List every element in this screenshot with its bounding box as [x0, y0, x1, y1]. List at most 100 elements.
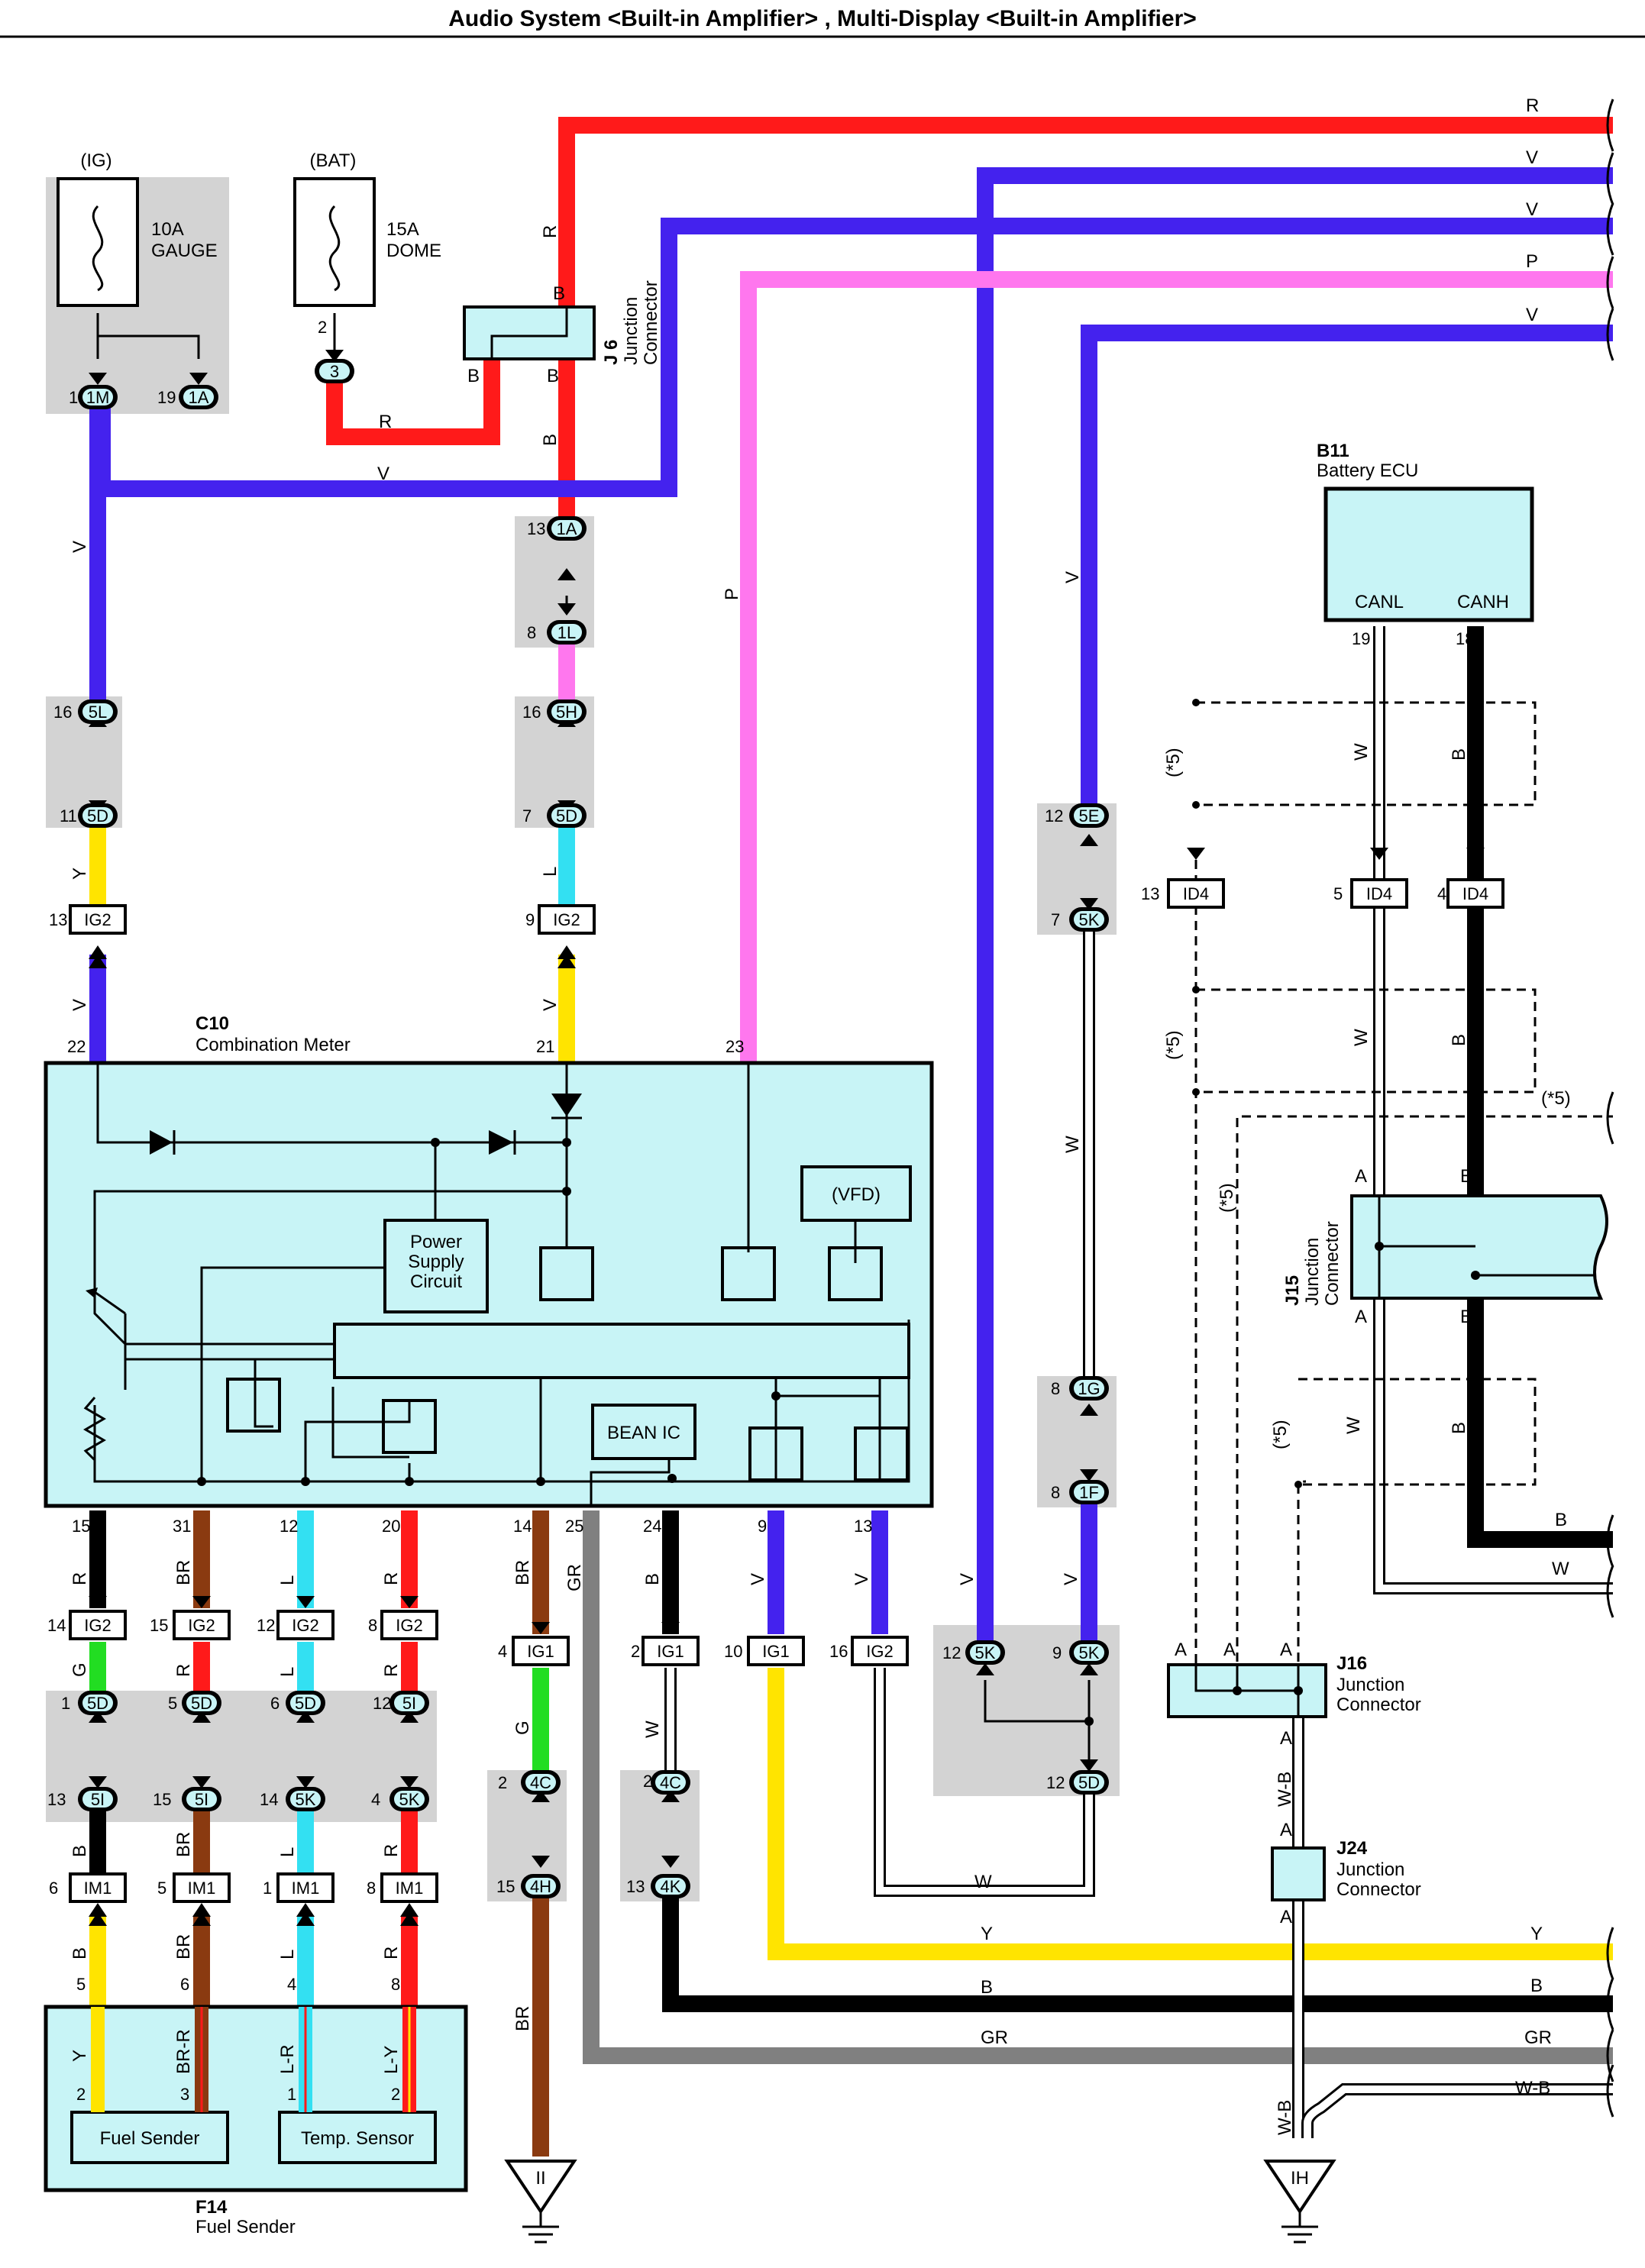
j6-junction-connector: B B B J 6 Junction Connector — [463, 280, 661, 386]
wire-color-label: R — [381, 1947, 402, 1959]
c10-power-supply-line2: Supply — [408, 1252, 464, 1272]
junction-pin: A — [1280, 1728, 1292, 1749]
wire-color-label: V — [1526, 199, 1538, 220]
pin-number: 19 — [157, 388, 176, 407]
connector-id: ID4 — [1183, 884, 1209, 903]
pin-number: 11 — [60, 806, 77, 825]
note-star5: (*5) — [1163, 1030, 1184, 1060]
pin-number: 15 — [153, 1790, 171, 1809]
wire-color-label: BR — [512, 2006, 533, 2031]
pin-number: 23 — [726, 1037, 744, 1056]
junction-pin: A — [1280, 1907, 1292, 1927]
connector-id: 5D — [87, 1694, 108, 1713]
connector-id: 4C — [530, 1773, 551, 1792]
connector-id: 5E — [1079, 806, 1100, 825]
pin-number: 4 — [1437, 884, 1446, 903]
wire-color-label: R — [381, 1844, 402, 1857]
connector-box — [69, 1872, 127, 1903]
pin-number: 5 — [168, 1694, 177, 1713]
wire-color-label: V — [1061, 1573, 1081, 1585]
junction-pin: A — [1355, 1166, 1367, 1187]
wire-color-label: W — [1351, 1029, 1372, 1046]
pin-number: 12 — [1045, 806, 1063, 825]
connector-id: 4H — [530, 1877, 551, 1896]
connector-id: 1G — [1078, 1379, 1100, 1398]
pin-number: 16 — [829, 1642, 848, 1661]
connector-id: 5K — [296, 1790, 316, 1809]
pin-number: 2 — [318, 318, 327, 337]
wire-color-label: L — [277, 1847, 298, 1857]
pin-number: 5 — [76, 1975, 86, 1994]
pin-number: 1 — [69, 388, 78, 407]
pin-number: 4 — [371, 1790, 380, 1809]
pin-number: 3 — [180, 2085, 189, 2104]
connector-id: 4C — [660, 1773, 681, 1792]
wire-color-label: L-R — [277, 2044, 298, 2074]
pin-number: 8 — [391, 1975, 400, 1994]
f14-name: Fuel Sender — [196, 2217, 296, 2237]
wire-color-label: B — [540, 434, 561, 446]
pin-number: 2 — [643, 1772, 652, 1791]
connector-id: 5K — [399, 1790, 420, 1809]
fuse-dome-name: DOME — [386, 241, 441, 261]
j15-name-line1: Junction — [1302, 1238, 1323, 1306]
pin-number: 15 — [150, 1616, 168, 1635]
connector-id: ID4 — [1366, 884, 1392, 903]
pin-number: 2 — [76, 2085, 86, 2104]
connector-id: 5D — [556, 806, 577, 825]
j24-name-line2: Connector — [1336, 1879, 1421, 1900]
pin-number: 31 — [173, 1517, 191, 1536]
junction-pin: B — [1460, 1307, 1472, 1327]
wire-color-label: R — [1526, 95, 1539, 116]
c10-name: Combination Meter — [196, 1035, 351, 1055]
connector-id: 5H — [556, 703, 577, 722]
j24-code: J24 — [1336, 1838, 1368, 1859]
b11-canl-label: CANL — [1355, 592, 1404, 612]
pin-number: 14 — [47, 1616, 66, 1635]
wires — [89, 117, 1613, 2157]
connector-id: 5L — [89, 703, 107, 722]
connector-id: IG2 — [84, 1616, 111, 1635]
pin-number: 19 — [1352, 629, 1370, 648]
connector-box — [642, 1636, 700, 1666]
wire-color-label: V — [1526, 305, 1538, 325]
wire-color-label: B — [642, 1573, 663, 1585]
fuse-gauge-source: (IG) — [80, 150, 111, 171]
wire-color-label: V — [852, 1573, 872, 1585]
junction-pin: A — [1355, 1307, 1367, 1327]
pin-number: 1 — [287, 2085, 296, 2104]
pin-number: 6 — [49, 1879, 58, 1898]
wire-color-label: L — [277, 1575, 298, 1585]
j15-name-line2: Connector — [1322, 1221, 1343, 1306]
connector-id: IG1 — [657, 1642, 684, 1661]
pin-number: 16 — [522, 703, 541, 722]
connector-id: IG1 — [527, 1642, 554, 1661]
pin-number: 12 — [257, 1616, 275, 1635]
connector-id: 5D — [191, 1694, 212, 1713]
connector-id: 5D — [87, 806, 108, 825]
pin-number: 7 — [522, 806, 532, 825]
connector-box — [512, 1636, 570, 1666]
pin-number: 12 — [280, 1517, 298, 1536]
j6-name-line1: Junction — [621, 297, 642, 365]
junction-pin: A — [1280, 1820, 1292, 1840]
connector-box — [851, 1636, 909, 1666]
fuse-gauge-name: GAUGE — [151, 241, 218, 261]
wire-color-label: R — [379, 412, 392, 432]
note-star5: (*5) — [1541, 1088, 1571, 1109]
wire-color-label: W — [642, 1720, 663, 1738]
j16-code: J16 — [1336, 1653, 1367, 1674]
c10-power-supply-line1: Power — [410, 1232, 462, 1252]
wire-color-label: W-B — [1515, 2078, 1550, 2098]
connector-box — [69, 1610, 127, 1640]
junction-pin: B — [1460, 1166, 1472, 1187]
wire-color-label: G — [69, 1662, 90, 1677]
wire-color-label: GR — [564, 1564, 585, 1591]
connector-box — [276, 1610, 334, 1640]
connector-id: 5I — [195, 1790, 208, 1809]
wire-color-label: B — [1555, 1510, 1567, 1530]
wire-color-label: L-Y — [381, 2046, 402, 2074]
connector-id: 4K — [661, 1877, 681, 1896]
connector-id: IG2 — [553, 910, 580, 929]
